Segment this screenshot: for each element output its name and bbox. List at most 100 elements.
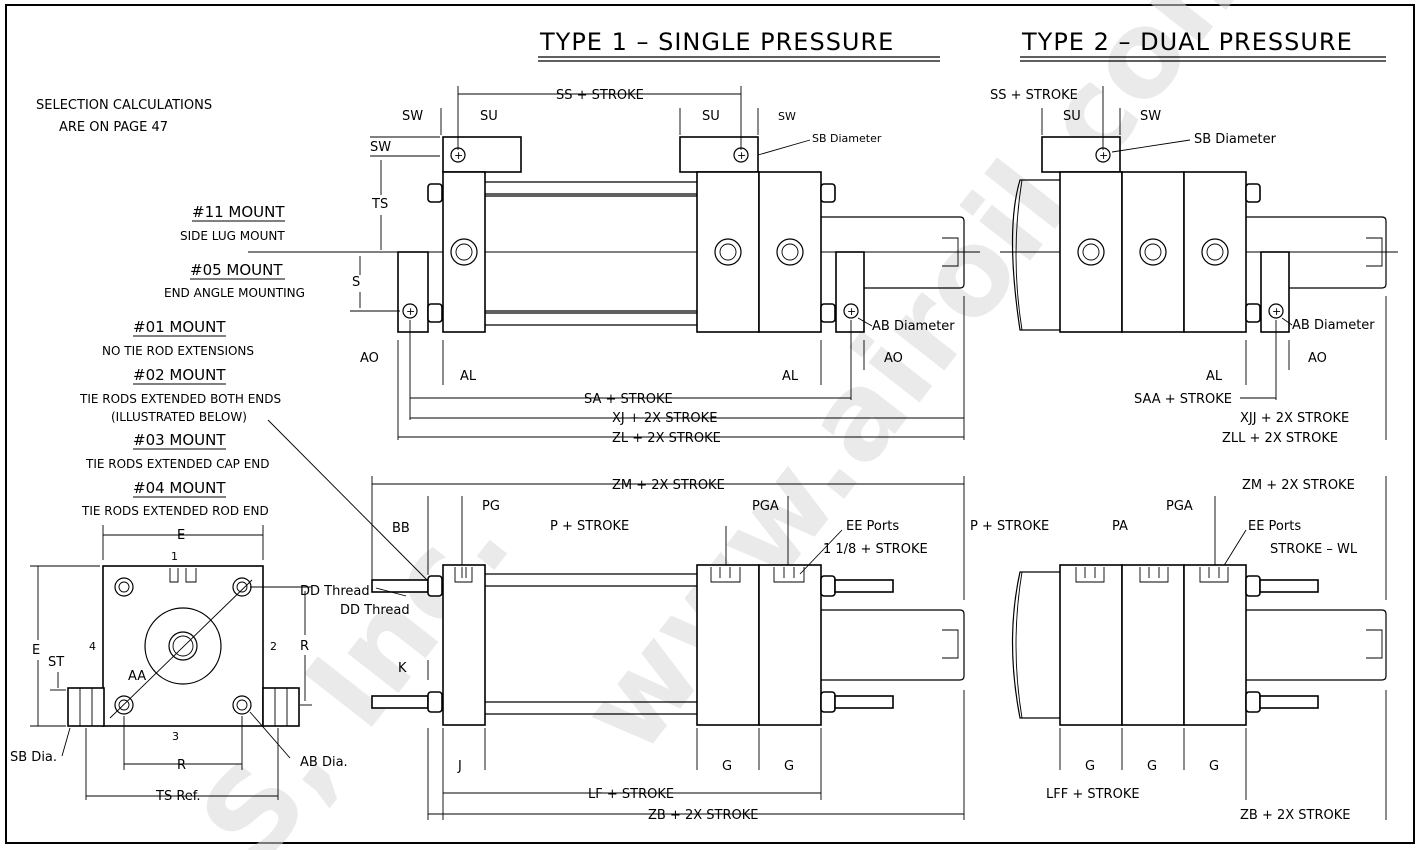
- end-angle-left: [397, 251, 429, 333]
- dim-ao-left: AO: [360, 351, 379, 366]
- dim-su-left: SU: [480, 109, 498, 124]
- end-view-sb: SB Dia.: [10, 750, 57, 765]
- svg-text:+: +: [1099, 149, 1108, 162]
- mount-03-code: #03 MOUNT: [133, 431, 226, 449]
- t1-dim-j: J: [457, 759, 462, 774]
- dim-sa: SA + STROKE: [584, 392, 673, 407]
- t2-dim-ao: AO: [1308, 351, 1327, 366]
- mount-05-desc: END ANGLE MOUNTING: [164, 286, 305, 300]
- t1-dim-pg: PG: [482, 499, 500, 514]
- head-middle: [696, 171, 760, 333]
- t2-dim-zm: ZM + 2X STROKE: [1242, 478, 1355, 493]
- type1-top-view: + + + + SS + STROKE SW SU SU SW SW TS S …: [248, 86, 980, 446]
- t2-dim-lff: LFF + STROKE: [1046, 787, 1140, 802]
- svg-text:+: +: [1272, 305, 1281, 318]
- selection-note-line2: ARE ON PAGE 47: [59, 120, 168, 135]
- dim-xj: XJ + 2X STROKE: [612, 411, 717, 426]
- svg-text:+: +: [737, 149, 746, 162]
- t2-dim-su: SU: [1063, 109, 1081, 124]
- mount-05-code: #05 MOUNT: [190, 261, 283, 279]
- t2-dim-g1: G: [1085, 759, 1095, 774]
- end-view-r-side: R: [300, 639, 309, 654]
- t2-dim-zb: ZB + 2X STROKE: [1240, 808, 1351, 823]
- mount-02-code: #02 MOUNT: [133, 366, 226, 384]
- t1-dim-zm: ZM + 2X STROKE: [612, 478, 725, 493]
- dim-al-right: AL: [782, 369, 799, 384]
- side-lug-right: [679, 136, 759, 173]
- end-view-dd: DD Thread: [300, 584, 370, 599]
- t1-dim-pga: PGA: [752, 499, 779, 514]
- end-view-aa: AA: [128, 669, 146, 684]
- mount-01-code: #01 MOUNT: [133, 318, 226, 336]
- mount-11-desc: SIDE LUG MOUNT: [180, 229, 285, 243]
- svg-text:+: +: [406, 305, 415, 318]
- t2-dim-zll: ZLL + 2X STROKE: [1222, 431, 1338, 446]
- t2-dim-sb: SB Diameter: [1194, 132, 1277, 147]
- svg-text:+: +: [847, 305, 856, 318]
- dim-ao-right: AO: [884, 351, 903, 366]
- head-right: [758, 171, 822, 333]
- t1-dim-zb: ZB + 2X STROKE: [648, 808, 759, 823]
- type1-bottom-view: ZM + 2X STROKE BB PG P + STROKE PGA EE P…: [340, 476, 965, 823]
- end-angle-right: [835, 251, 865, 333]
- t2-dim-stroke-wl: STROKE – WL: [1270, 542, 1358, 557]
- dim-sw-left: SW: [402, 109, 423, 124]
- sheet-border: [5, 4, 1415, 844]
- dim-al-left: AL: [460, 369, 477, 384]
- dim-sw-vertical: SW: [370, 140, 391, 155]
- t1-dim-g2: G: [784, 759, 794, 774]
- dim-ts: TS: [371, 197, 388, 212]
- t1-dim-k: K: [398, 661, 407, 676]
- t1-dim-ee: EE Ports: [846, 519, 899, 534]
- t2-dim-pga: PGA: [1166, 499, 1193, 514]
- titles: TYPE 1 – SINGLE PRESSURE TYPE 2 – DUAL P…: [538, 28, 1386, 62]
- end-view-n4: 4: [89, 640, 96, 653]
- t1-dim-p: P + STROKE: [550, 519, 629, 534]
- t2-dim-xjj: XJJ + 2X STROKE: [1240, 411, 1349, 426]
- selection-note-line1: SELECTION CALCULATIONS: [36, 98, 212, 113]
- dim-sw-right: SW: [778, 110, 796, 123]
- t2-dim-pa: PA: [1112, 519, 1128, 534]
- end-view-n1: 1: [171, 550, 178, 563]
- dim-s: S: [352, 275, 360, 290]
- dim-sb-diameter: SB Diameter: [812, 132, 882, 145]
- title-type1: TYPE 1 – SINGLE PRESSURE: [539, 28, 894, 56]
- end-view-r-bottom: R: [177, 758, 186, 773]
- t2-dim-ee: EE Ports: [1248, 519, 1301, 534]
- end-view-e-side: E: [32, 643, 40, 658]
- mount-02-desc: TIE RODS EXTENDED BOTH ENDS: [79, 392, 281, 406]
- dim-su-right: SU: [702, 109, 720, 124]
- type2-top-view: + + SS + STROKE SU SW SB Diameter AB Dia…: [990, 86, 1398, 446]
- dim-ab-diameter: AB Diameter: [872, 319, 955, 334]
- dim-ss: SS + STROKE: [556, 88, 644, 103]
- mount-02-leader: [267, 419, 433, 586]
- mount-04-desc: TIE RODS EXTENDED ROD END: [81, 504, 269, 518]
- end-view-ab: AB Dia.: [300, 755, 348, 770]
- t2-dim-al: AL: [1206, 369, 1223, 384]
- end-view-n2: 2: [270, 640, 277, 653]
- title-type2: TYPE 2 – DUAL PRESSURE: [1021, 28, 1353, 56]
- dim-zl: ZL + 2X STROKE: [612, 431, 721, 446]
- mount-04-code: #04 MOUNT: [133, 479, 226, 497]
- mount-01-desc: NO TIE ROD EXTENSIONS: [102, 344, 254, 358]
- svg-text:+: +: [454, 149, 463, 162]
- t2-dim-saa: SAA + STROKE: [1134, 392, 1232, 407]
- t2-dim-ss: SS + STROKE: [990, 88, 1078, 103]
- t2-dim-g2: G: [1147, 759, 1157, 774]
- end-view: 1 2 3 4 E E R DD Thread ST AA R TS Ref. …: [10, 525, 370, 804]
- t2-dim-p: P + STROKE: [970, 519, 1049, 534]
- cap-left: [442, 171, 486, 333]
- mount-list: #11 MOUNT SIDE LUG MOUNT #05 MOUNT END A…: [79, 203, 433, 586]
- t2-dim-sw: SW: [1140, 109, 1161, 124]
- mount-03-desc: TIE RODS EXTENDED CAP END: [85, 457, 270, 471]
- end-view-ts: TS Ref.: [155, 789, 201, 804]
- end-view-n3: 3: [172, 730, 179, 743]
- type2-bottom-view: ZM + 2X STROKE PGA EE Ports P + STROKE P…: [970, 476, 1387, 823]
- t1-dim-g1: G: [722, 759, 732, 774]
- t1-dim-lf: LF + STROKE: [588, 787, 674, 802]
- mount-11-code: #11 MOUNT: [192, 203, 285, 221]
- end-view-e-top: E: [177, 528, 185, 543]
- end-view-st: ST: [48, 655, 64, 670]
- t1-dim-bb: BB: [392, 521, 410, 536]
